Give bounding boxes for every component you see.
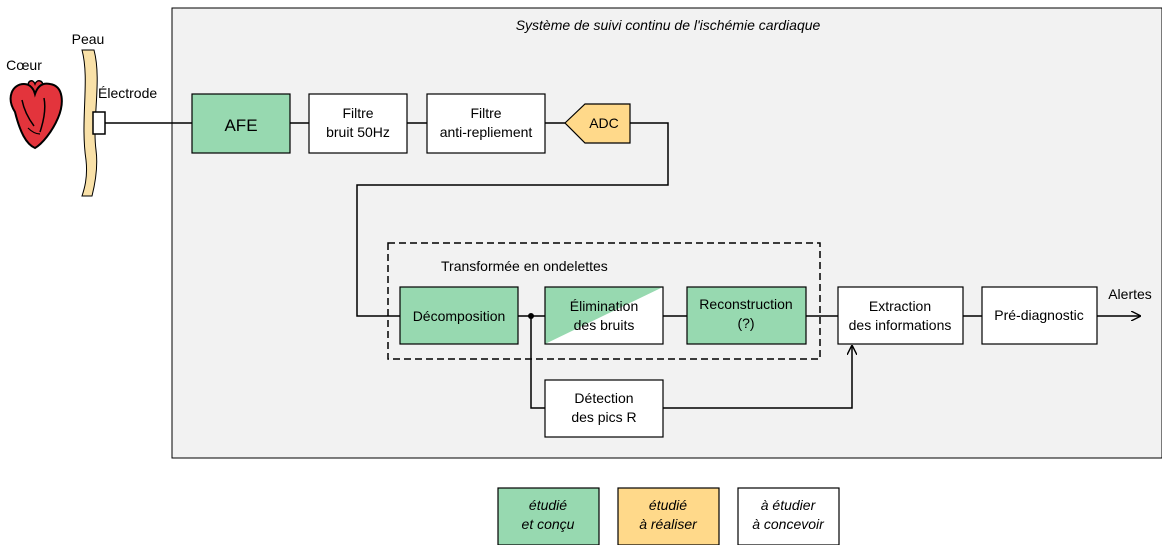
antialias-line1: Filtre xyxy=(470,105,501,121)
electrode-label: Électrode xyxy=(98,85,157,101)
adc-block xyxy=(564,103,631,144)
skin-layer xyxy=(81,49,98,197)
rpeak-line2: des pics R xyxy=(571,409,636,425)
extraction-block xyxy=(837,286,964,345)
legend: étudié et conçu étudié à réaliser à étud… xyxy=(497,487,840,546)
legend-to-implement-line2: à réaliser xyxy=(639,516,698,532)
legend-to-study-box xyxy=(737,487,840,546)
afe-block xyxy=(191,93,291,154)
reconstruction-line1: Reconstruction xyxy=(699,296,792,312)
antialias-line2: anti-repliement xyxy=(440,124,533,140)
heart-icon xyxy=(9,80,63,150)
wavelet-group xyxy=(387,242,821,360)
filter-50hz-block xyxy=(308,93,408,154)
wavelet-group-label: Transformée en ondelettes xyxy=(441,258,608,274)
rpeak-to-extraction-arrow xyxy=(663,346,852,409)
extraction-line1: Extraction xyxy=(869,298,931,314)
legend-studied-line2: et conçu xyxy=(522,516,575,532)
system-panel xyxy=(171,7,1162,459)
extraction-line2: des informations xyxy=(849,317,952,333)
prediagnostic-label: Pré-diagnostic xyxy=(994,307,1084,323)
legend-to-implement-box xyxy=(617,487,720,546)
legend-to-study-line1: à étudier xyxy=(761,497,817,513)
noise-removal-line1: Élimination xyxy=(570,298,638,314)
filter-50hz-line1: Filtre xyxy=(342,105,373,121)
noise-removal-fill xyxy=(545,287,663,344)
afe-label: AFE xyxy=(224,116,257,135)
electrode xyxy=(92,111,106,135)
skin-label: Peau xyxy=(72,31,105,47)
rpeak-block xyxy=(544,379,664,438)
decomposition-label: Décomposition xyxy=(413,308,506,324)
reconstruction-block xyxy=(686,286,807,345)
reconstruction-line2: (?) xyxy=(737,315,754,331)
rpeak-line1: Détection xyxy=(574,390,633,406)
legend-to-implement-line1: étudié xyxy=(649,497,687,513)
adc-label: ADC xyxy=(589,115,619,131)
antialias-filter-block xyxy=(426,93,546,154)
noise-removal-block xyxy=(544,286,664,345)
legend-to-study-line2: à concevoir xyxy=(752,516,825,532)
noise-removal-line2: des bruits xyxy=(574,317,635,333)
prediagnostic-block xyxy=(981,286,1098,345)
decomposition-block xyxy=(399,286,519,345)
filter-50hz-line2: bruit 50Hz xyxy=(326,124,390,140)
legend-studied-line1: étudié xyxy=(529,497,567,513)
adc-decomposition-link xyxy=(356,122,669,317)
branch-to-rpeak-link xyxy=(530,316,545,409)
alerts-label: Alertes xyxy=(1108,286,1152,302)
system-title: Système de suivi continu de l'ischémie c… xyxy=(516,17,821,33)
heart-label: Cœur xyxy=(6,57,42,73)
